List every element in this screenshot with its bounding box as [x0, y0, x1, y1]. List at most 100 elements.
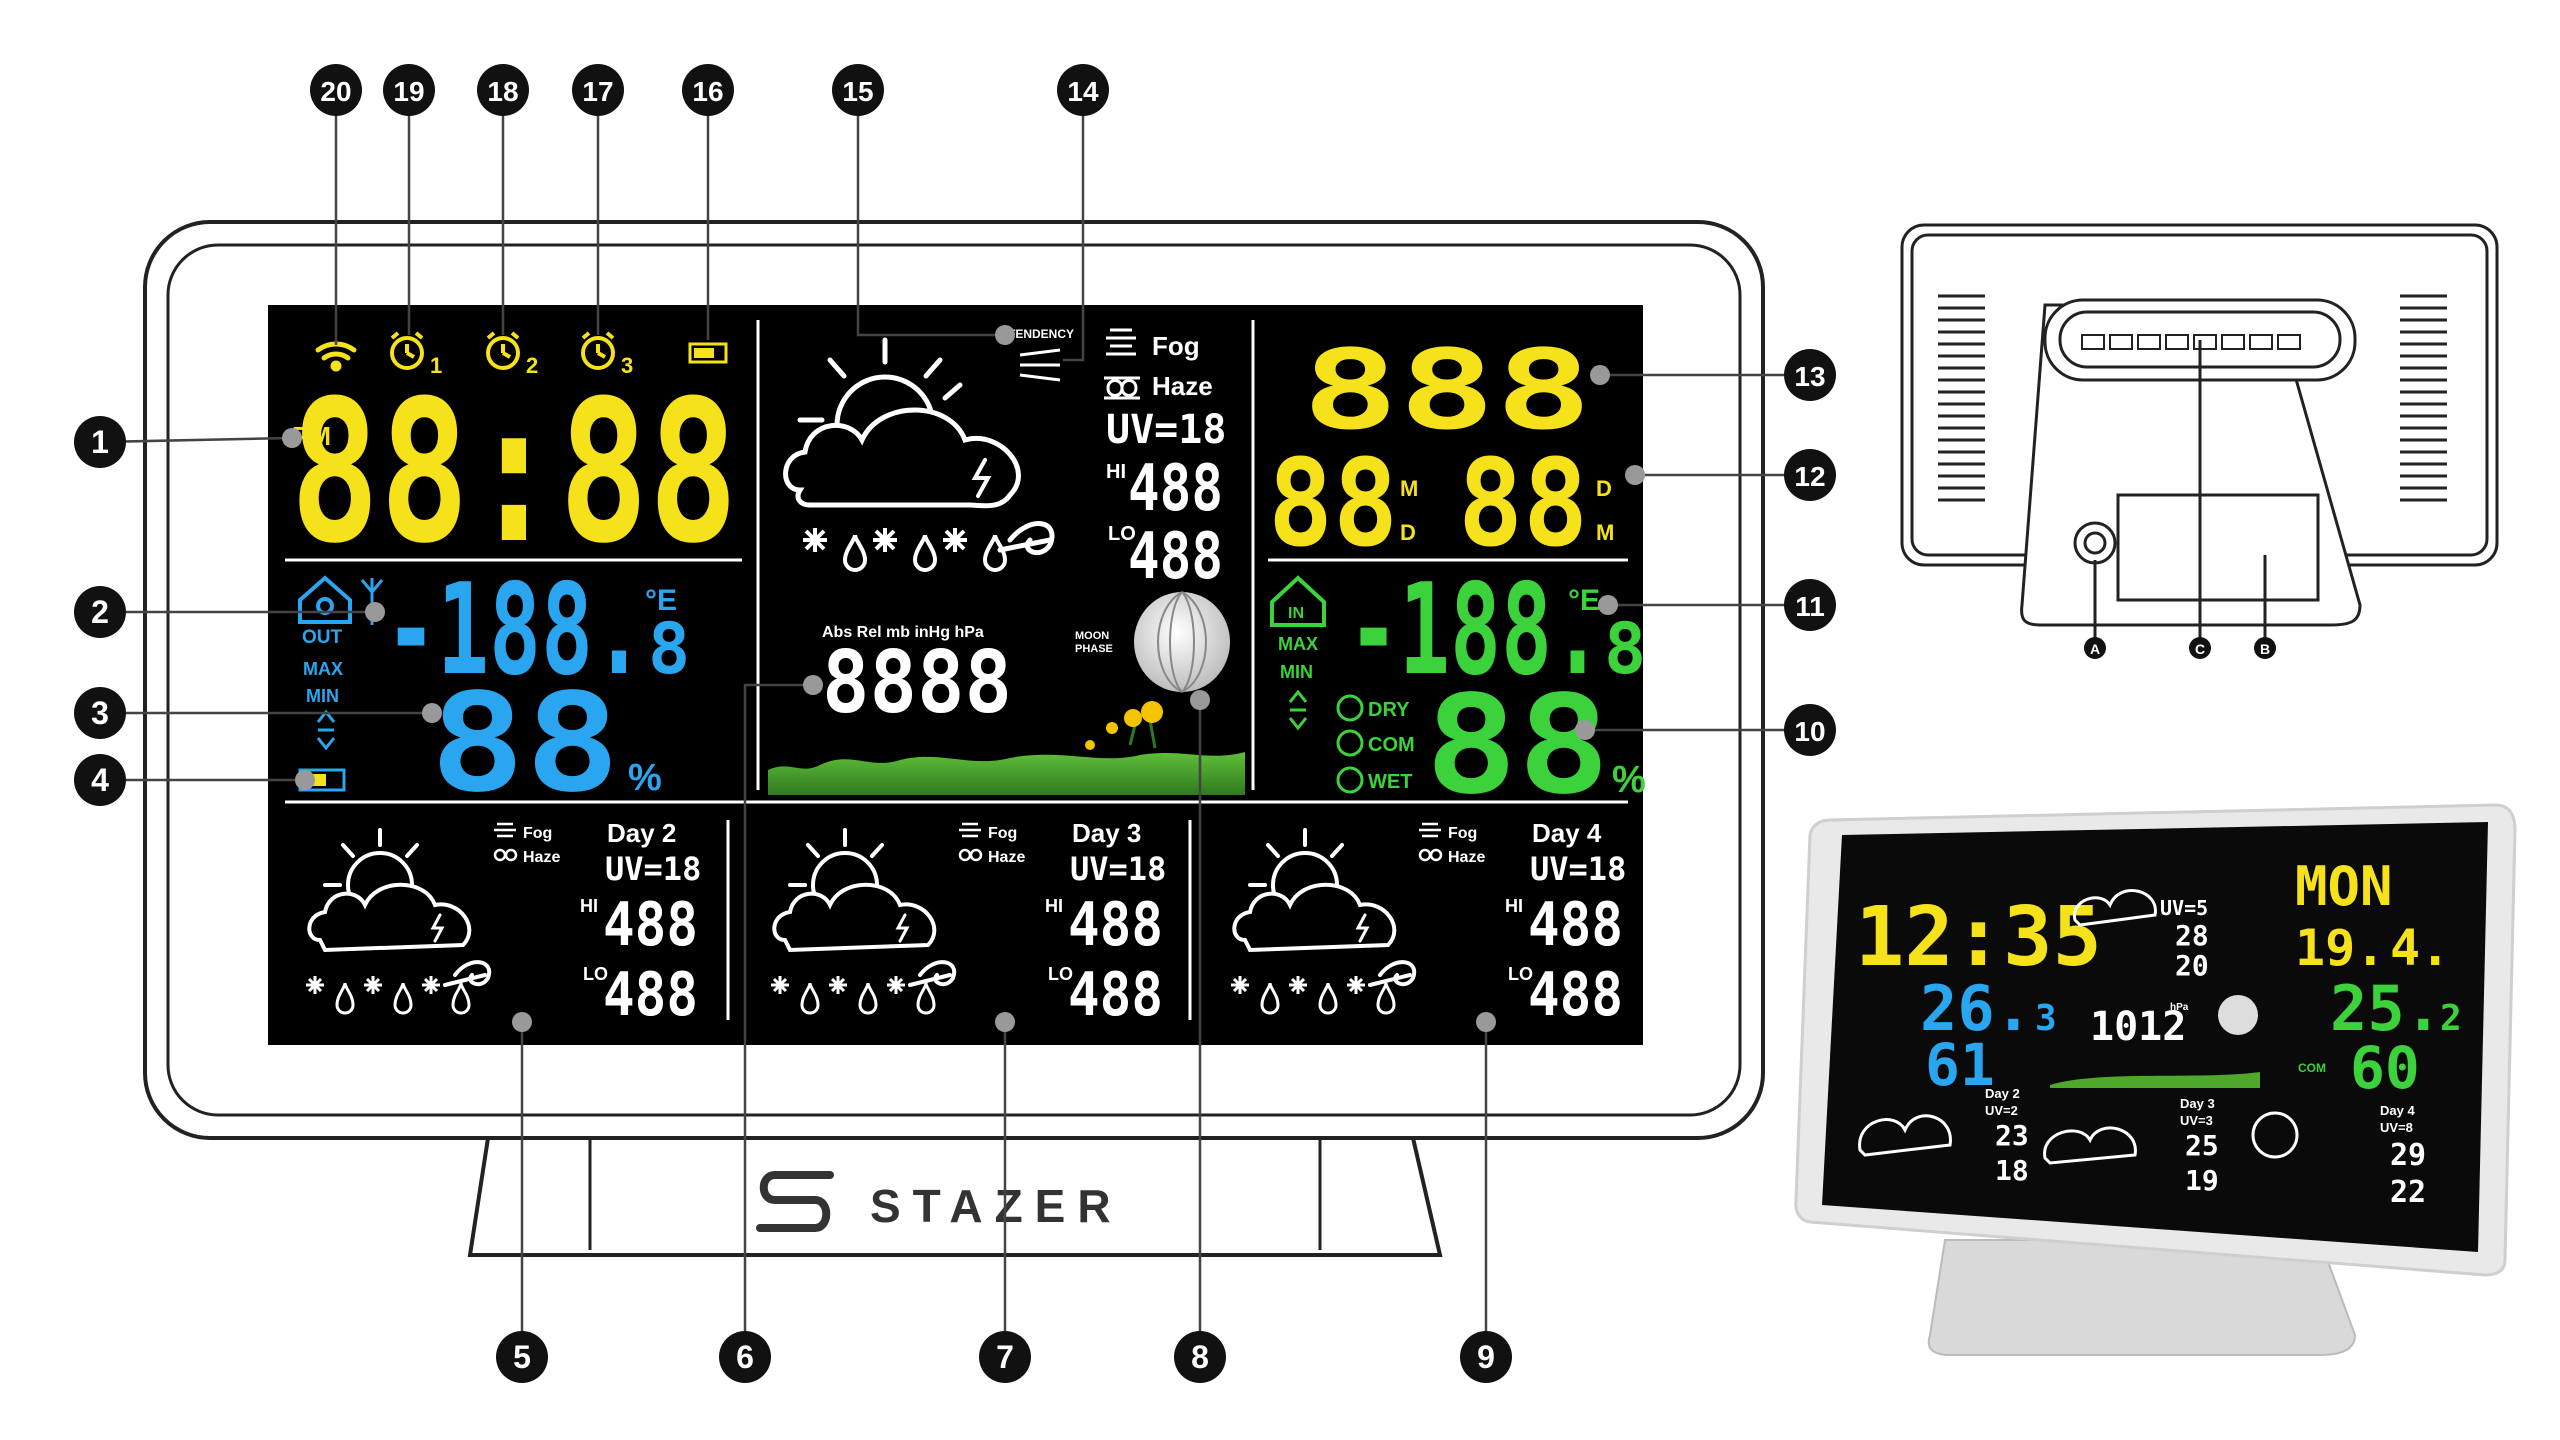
day-low-temp: 488 [1528, 960, 1623, 1030]
callout-17: 17 [572, 64, 624, 116]
back-callout-a: A [2084, 637, 2106, 659]
photo-indoor-temp-dec: 2 [2440, 998, 2462, 1039]
callout-number: 15 [842, 76, 873, 107]
callout-9: 9 [1460, 1331, 1512, 1383]
day-label: Day 3 [1072, 818, 1141, 848]
station-photo: 12:35 MON 19. 4. 26. 3 61 25. 2 60 COM U… [1794, 803, 2517, 1356]
callout-18: 18 [477, 64, 529, 116]
day-haze-icon [493, 848, 518, 862]
outdoor-temperature-decimal: 8 [648, 608, 690, 690]
hi-label: HI [1106, 461, 1126, 483]
day-hi-label: HI [1505, 896, 1523, 916]
day-lo-label: LO [1508, 964, 1533, 984]
callout-6: 6 [719, 1331, 771, 1383]
photo-moon-icon [2218, 995, 2258, 1035]
photo-pressure: 1012 [2090, 1004, 2186, 1050]
day-uv: UV=18 [1530, 850, 1626, 888]
date-left-display: 88 [1268, 435, 1398, 574]
callout-13: 13 [1784, 349, 1836, 401]
alarm-2-sub: 2 [526, 353, 538, 378]
day-uv: UV=18 [605, 850, 701, 888]
day-high-temp: 488 [1528, 890, 1623, 960]
in-trend-arrows-icon [1288, 689, 1308, 731]
photo-hpa: hPa [2170, 1002, 2189, 1013]
callout-number: 17 [582, 76, 613, 107]
day-low-temp: 488 [603, 960, 698, 1030]
stazer-logo [756, 1171, 834, 1232]
callout-10: 10 [1784, 704, 1836, 756]
callout-3: 3 [74, 687, 126, 739]
clock-display: 88:88 [290, 359, 738, 587]
photo-day3-uv: UV=3 [2180, 1113, 2213, 1128]
callout-16: 16 [682, 64, 734, 116]
callout-number: 5 [513, 1339, 531, 1375]
date-right-display: 88 [1458, 435, 1588, 574]
photo-day2: Day 2 [1985, 1086, 2020, 1101]
indoor-humidity-unit: % [1612, 759, 1646, 801]
day-haze-label: Haze [523, 849, 560, 866]
day-fog-icon [494, 822, 516, 838]
indoor-house-icon [1270, 575, 1326, 627]
alarm-1-sub: 1 [430, 353, 442, 378]
uv-index: UV=18 [1106, 407, 1226, 453]
photo-weekday: MON [2295, 855, 2393, 918]
photo-day4-uv: UV=8 [2380, 1120, 2413, 1135]
day-haze-label: Haze [1448, 849, 1485, 866]
out-max-label: MAX [303, 659, 343, 679]
comfort-faces-icons [1336, 694, 1364, 794]
dry-label: DRY [1368, 699, 1410, 721]
screen-dividers [285, 320, 1628, 1020]
day-fog-label: Fog [1448, 825, 1477, 842]
alarm-2-icon [486, 331, 520, 370]
fog-icon [1106, 328, 1136, 356]
photo-day2-lo: 18 [1995, 1154, 2029, 1187]
left-vent-grille [1938, 294, 1985, 502]
day-weather-icon [307, 828, 492, 987]
day-hi-label: HI [1045, 896, 1063, 916]
right-vent-grille [2400, 294, 2447, 502]
callout-8: 8 [1174, 1331, 1226, 1383]
day-haze-icon [958, 848, 983, 862]
callout-7: 7 [979, 1331, 1031, 1383]
day-high-temp: 488 [603, 890, 698, 960]
day-weather-icon [1232, 828, 1417, 987]
callout-1: 1 [74, 416, 126, 468]
callout-12: 12 [1784, 449, 1836, 501]
callout-14: 14 [1057, 64, 1109, 116]
photo-clock: 12:35 [1855, 890, 2102, 985]
callout-number: 7 [996, 1339, 1014, 1375]
back-callout-b: B [2254, 637, 2276, 659]
callout-number: 8 [1191, 1339, 1209, 1375]
moon-label: MOON [1075, 630, 1109, 642]
callout-15: 15 [832, 64, 884, 116]
day-haze-label: Haze [988, 849, 1025, 866]
brand-name: STAZER [870, 1180, 1123, 1232]
photo-day2-hi: 23 [1995, 1119, 2029, 1152]
day-lo-label: LO [583, 964, 608, 984]
indoor-temperature: -188. [1348, 556, 1603, 703]
pressure-units-label: Abs Rel mb inHg hPa [822, 624, 984, 641]
callout-number: 4 [91, 762, 109, 798]
photo-day4-lo: 22 [2390, 1175, 2426, 1210]
day-weather-icon [772, 828, 957, 987]
grass-flowers-graphic [768, 701, 1245, 795]
day-hi-label: HI [580, 896, 598, 916]
com-label: COM [1368, 734, 1415, 756]
day-high-temp: 488 [1068, 890, 1163, 960]
out-label: OUT [302, 627, 343, 648]
callout-4: 4 [74, 754, 126, 806]
callout-number: 16 [692, 76, 723, 107]
tendency-label: TENDENCY [1008, 327, 1074, 341]
photo-indoor-humidity: 60 [2350, 1034, 2420, 1102]
photo-hi: 28 [2175, 919, 2209, 952]
day-precip-icons [771, 976, 936, 1015]
tendency-arrows-icon [1019, 348, 1061, 382]
station-back-diagram [1900, 223, 2499, 640]
photo-outdoor-temp-dec: 3 [2035, 998, 2057, 1039]
day-lo-label: LO [1048, 964, 1073, 984]
photo-com-label: COM [2298, 1061, 2326, 1075]
callout-20: 20 [310, 64, 362, 116]
weekday-display: 888 [1302, 326, 1592, 454]
